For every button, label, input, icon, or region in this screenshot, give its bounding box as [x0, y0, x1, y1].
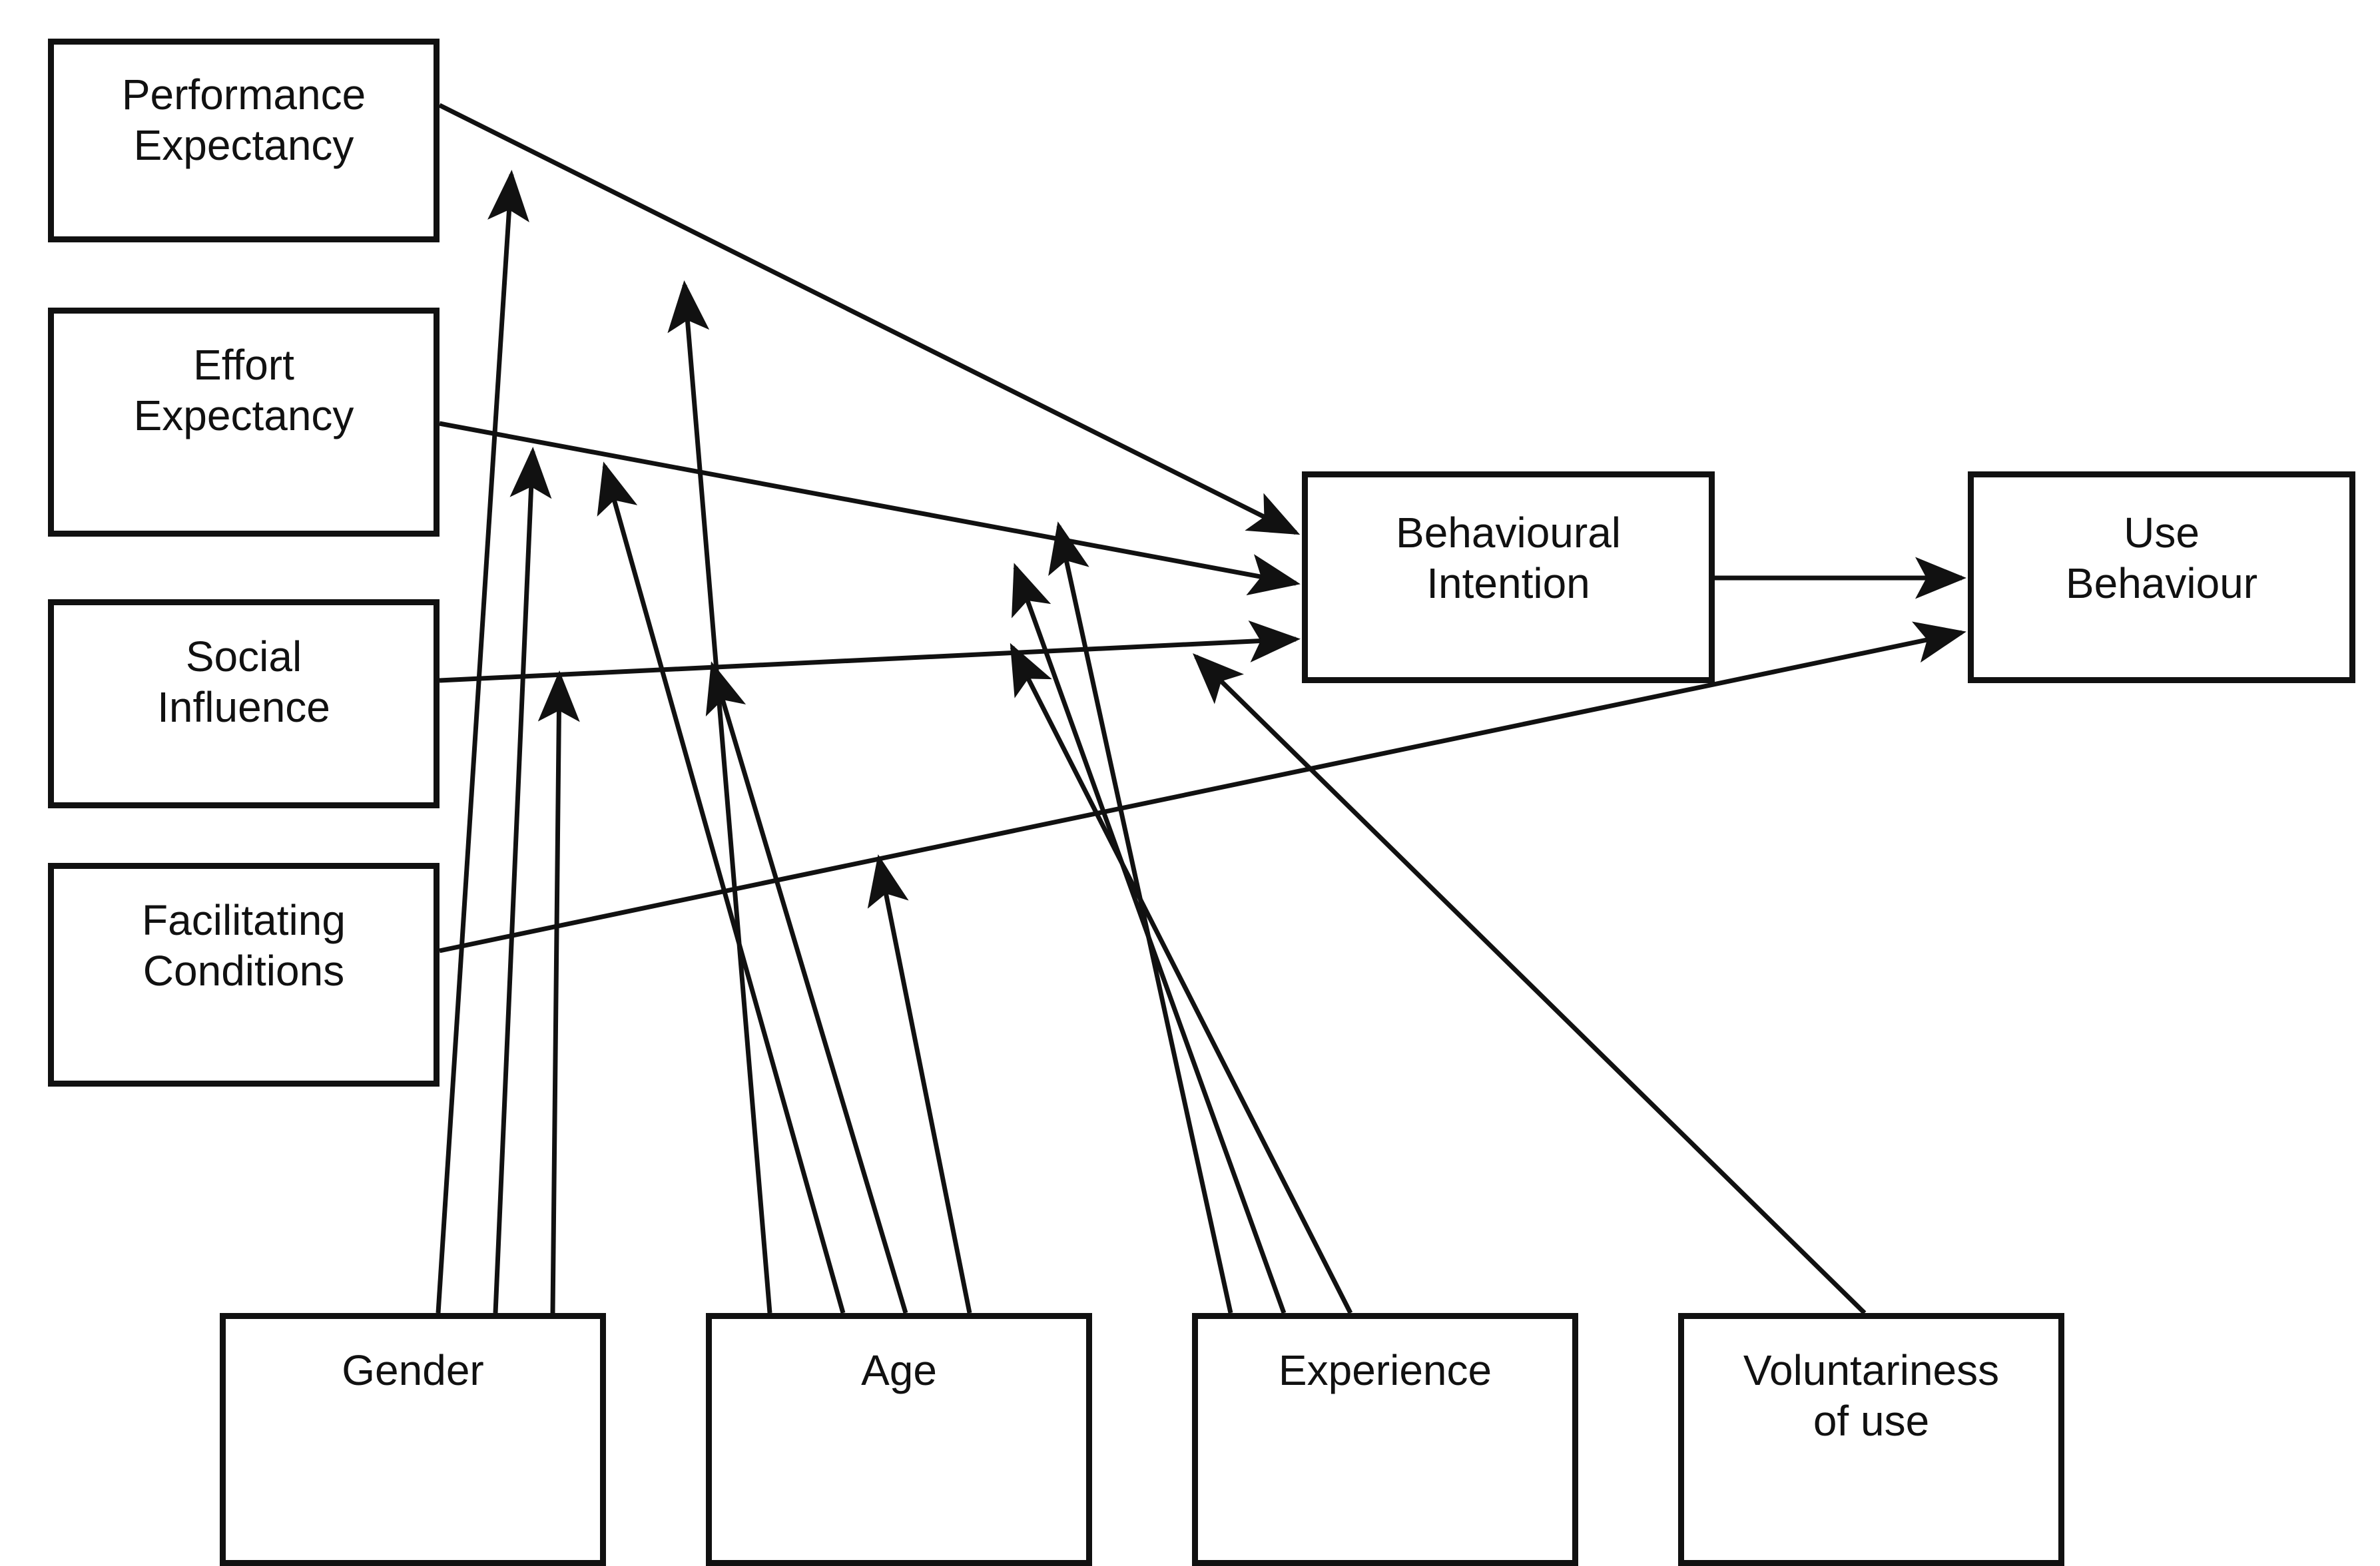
edge-vol-to-fc [1193, 653, 1867, 1315]
node-experience[interactable]: Experience [1192, 1313, 1578, 1566]
node-age[interactable]: Age [706, 1313, 1092, 1566]
node-label: Effort Expectancy [133, 341, 354, 439]
node-behavioural-intention[interactable]: Behavioural Intention [1302, 471, 1715, 683]
edge-age-to-ee [597, 461, 846, 1314]
edge-group [436, 103, 1966, 1315]
node-use-behaviour[interactable]: Use Behaviour [1968, 471, 2355, 683]
node-label: Performance Expectancy [121, 71, 366, 169]
node-label: Behavioural Intention [1396, 509, 1621, 607]
edge-age-to-pe [667, 280, 772, 1314]
edge-pe-to-bi [438, 103, 1301, 535]
node-effort-expectancy[interactable]: Effort Expectancy [48, 308, 440, 537]
edge-age-to-fc [867, 854, 972, 1314]
edge-exp-to-fc [1010, 643, 1353, 1314]
edge-ee-to-bi [439, 421, 1301, 596]
node-voluntariness-of-use[interactable]: Voluntariness of use [1678, 1313, 2064, 1566]
node-label: Social Influence [157, 633, 330, 731]
node-label: Facilitating Conditions [142, 896, 346, 995]
node-social-influence[interactable]: Social Influence [48, 599, 440, 808]
edge-gender-to-si [537, 670, 580, 1314]
node-label: Gender [342, 1346, 484, 1394]
edge-exp-to-si [1012, 563, 1287, 1314]
node-label: Use Behaviour [2065, 509, 2258, 607]
edge-fc-to-ub [439, 621, 1966, 953]
edge-gender-to-ee [493, 447, 552, 1314]
edge-si-to-bi [439, 620, 1301, 683]
node-performance-expectancy[interactable]: Performance Expectancy [48, 39, 440, 242]
node-facilitating-conditions[interactable]: Facilitating Conditions [48, 863, 440, 1087]
edge-age-to-si [705, 661, 908, 1314]
node-gender[interactable]: Gender [220, 1313, 606, 1566]
node-label: Age [861, 1346, 937, 1394]
node-label: Voluntariness of use [1743, 1346, 2000, 1445]
edge-gender-to-pe [436, 170, 529, 1314]
node-label: Experience [1278, 1346, 1492, 1394]
